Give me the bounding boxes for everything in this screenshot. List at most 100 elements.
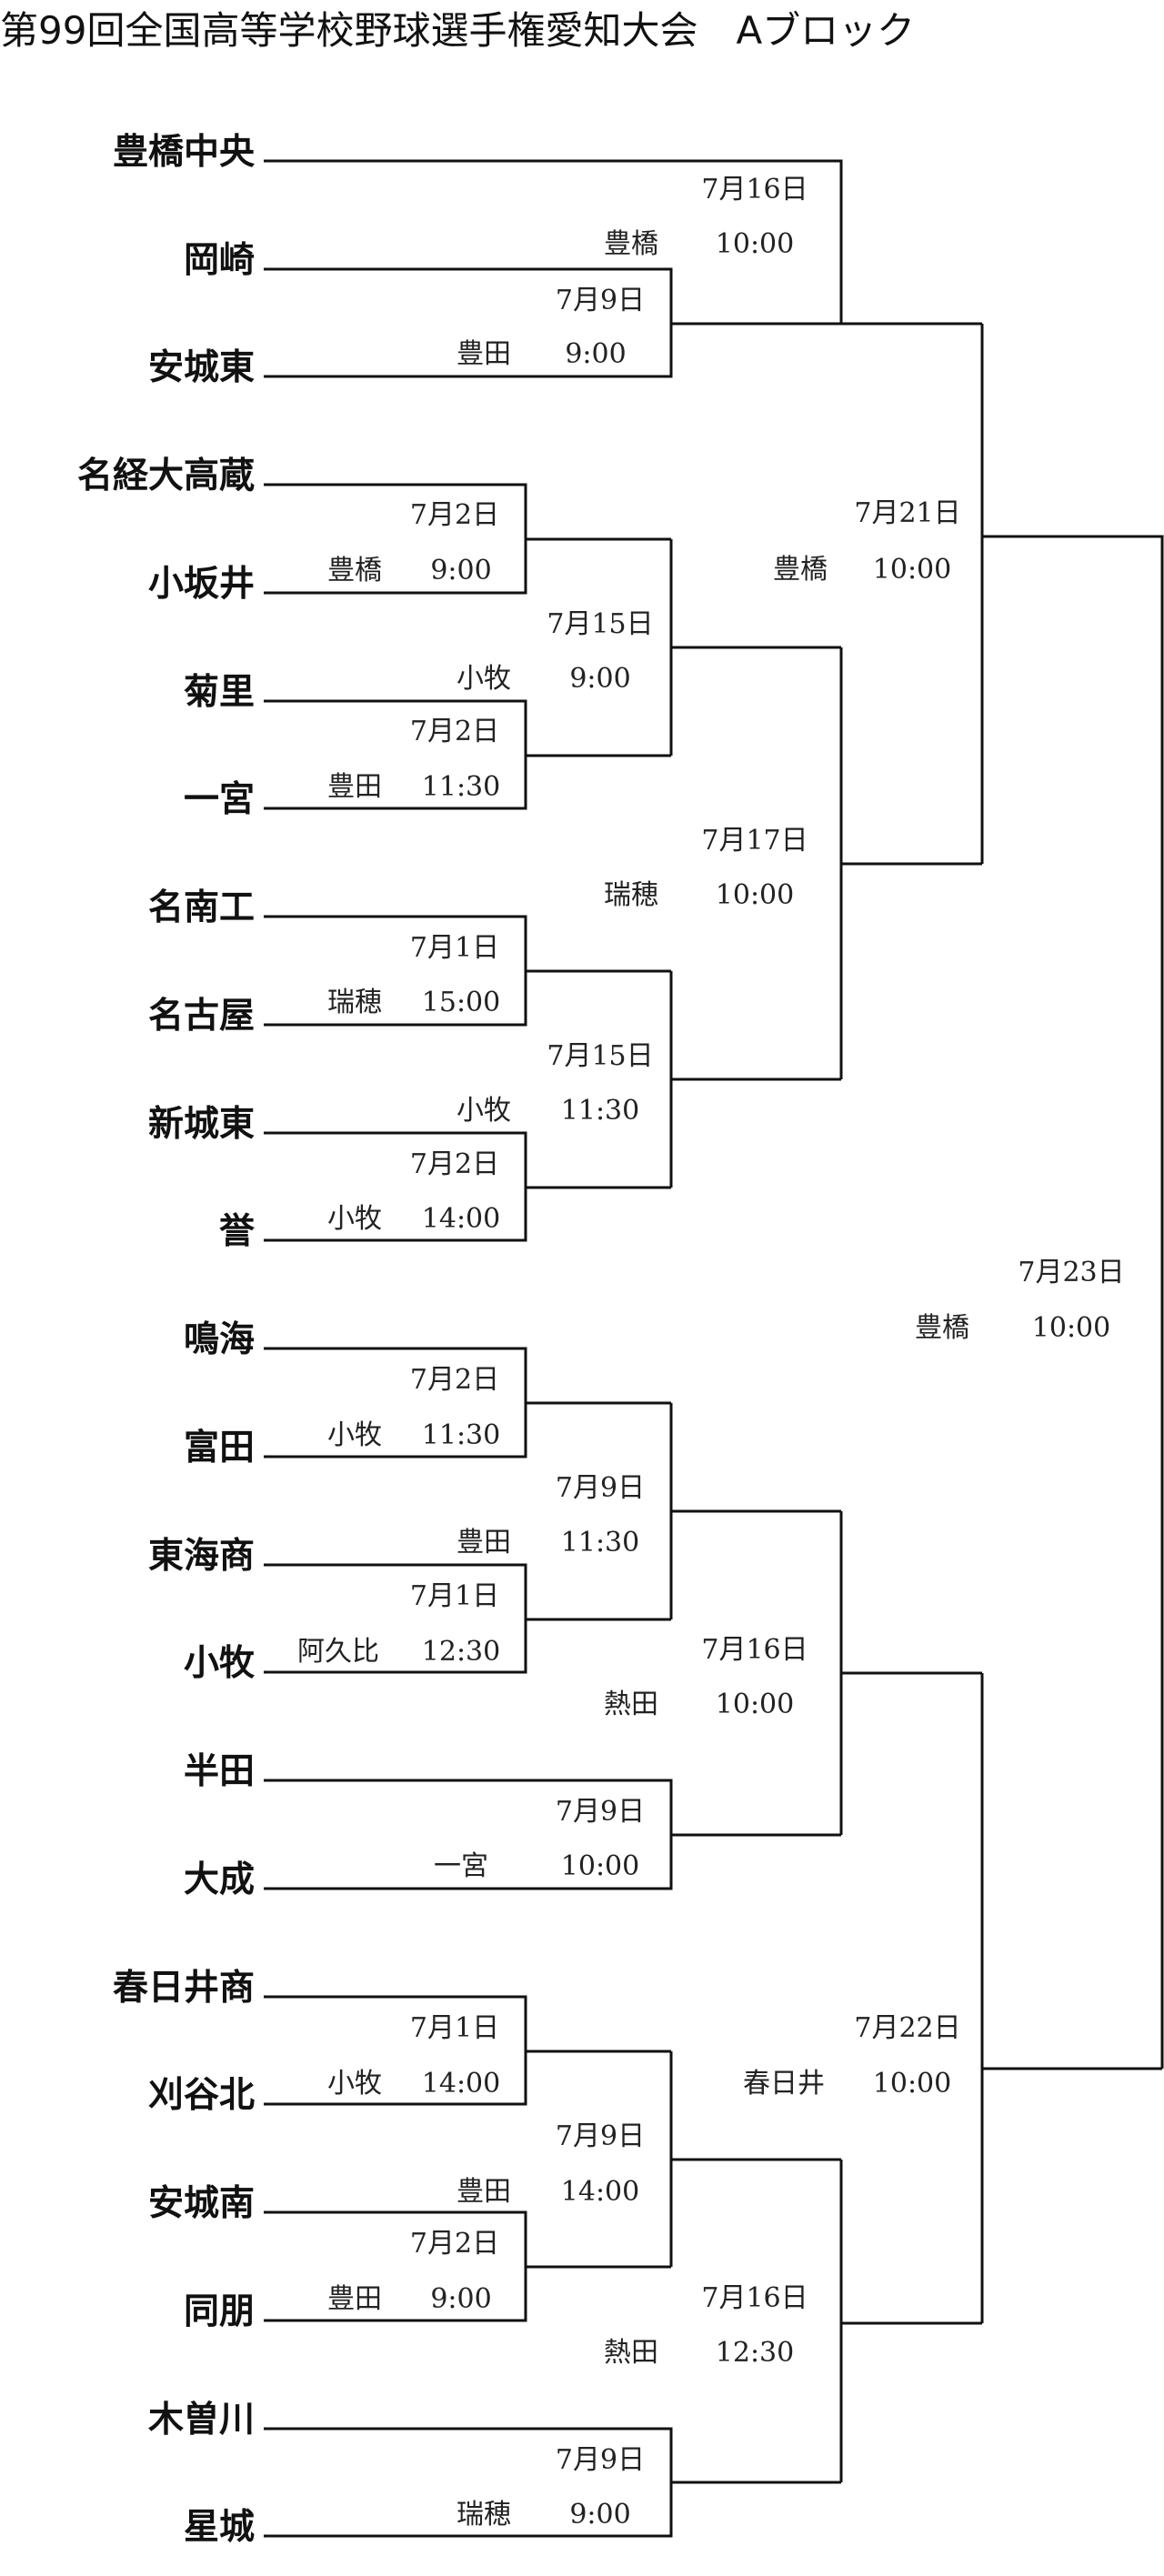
team-label: 星城: [184, 2507, 255, 2548]
team-label: 大成: [184, 1859, 255, 1900]
game-time: 10:00: [1032, 1312, 1110, 1344]
game-date: 7月22日: [854, 2012, 960, 2044]
game-date: 7月21日: [854, 497, 960, 529]
game-date: 7月17日: [701, 825, 808, 857]
bracket-line: [264, 971, 527, 1027]
game-venue: 熱田: [604, 1689, 658, 1720]
bracket-line: [264, 1995, 671, 2053]
bracket-line: [264, 267, 841, 326]
game-date: 7月9日: [556, 1472, 645, 1504]
game-venue: 瑞穂: [327, 987, 382, 1018]
team-label: 誉: [219, 1211, 256, 1252]
game-date: 7月1日: [410, 932, 499, 964]
bracket-line: [264, 2481, 841, 2538]
team-label: 半田: [184, 1751, 255, 1792]
game-time: 10:00: [716, 1689, 794, 1720]
game-time: 11:30: [561, 1527, 639, 1559]
team-label: 名経大高蔵: [77, 456, 255, 496]
bracket-line: [264, 2267, 527, 2322]
game-time: 10:00: [716, 879, 794, 911]
bracket-line: [264, 1833, 841, 1890]
team-label: 小坂井: [148, 564, 255, 605]
game-time: 15:00: [422, 987, 500, 1018]
game-time: 14:00: [422, 2068, 500, 2100]
team-label: 安城東: [148, 347, 255, 388]
game-time: 10:00: [873, 554, 951, 586]
team-label: 小牧: [184, 1643, 256, 1684]
bracket-lines: [264, 159, 1164, 2538]
game-venue: 豊田: [327, 2283, 382, 2315]
team-label: 一宮: [184, 779, 255, 820]
game-date: 7月9日: [556, 1796, 645, 1828]
game-venue: 豊橋: [604, 228, 658, 260]
game-date: 7月23日: [1018, 1257, 1124, 1288]
team-label: 東海商: [148, 1536, 255, 1577]
team-label: 富田: [184, 1428, 255, 1468]
game-venue: 瑞穂: [457, 2499, 511, 2531]
game-venue: 熱田: [604, 2337, 658, 2369]
game-venue: 小牧: [457, 1095, 511, 1127]
bracket-line: [264, 1347, 671, 1405]
game-venue: 小牧: [327, 1203, 382, 1235]
game-time: 9:00: [565, 338, 626, 370]
game-time: 9:00: [569, 2499, 630, 2531]
game-date: 7月2日: [410, 1364, 499, 1396]
game-venue: 阿久比: [297, 1636, 379, 1668]
game-time: 10:00: [561, 1850, 639, 1882]
team-label: 木曽川: [148, 2400, 255, 2441]
team-label: 春日井商: [113, 1968, 255, 2009]
game-time: 14:00: [422, 1203, 500, 1235]
bracket-line: [264, 1619, 527, 1674]
game-venue: 豊橋: [327, 555, 382, 586]
bracket-line: [264, 1403, 527, 1458]
game-date: 7月2日: [410, 716, 499, 747]
game-time: 11:30: [561, 1095, 639, 1127]
bracket-line: [982, 535, 1164, 2069]
game-venue: 豊田: [457, 2176, 511, 2208]
team-label: 菊里: [184, 672, 255, 713]
game-venue: 小牧: [327, 1419, 382, 1451]
game-venue: 豊橋: [773, 554, 828, 586]
bracket-line: [264, 2427, 673, 2482]
game-date: 7月9日: [556, 2444, 645, 2476]
game-time: 9:00: [430, 555, 491, 586]
game-time: 11:30: [422, 771, 500, 803]
bracket-line: [264, 1188, 527, 1242]
game-info-labels: 7月9日 豊田 9:00 7月16日 豊橋 10:00 7月2日 豊橋 9:00…: [297, 174, 1125, 2531]
bracket-line: [264, 539, 527, 595]
page-title: 第99回全国高等学校野球選手権愛知大会 Aブロック: [0, 8, 916, 53]
game-time: 10:00: [716, 228, 794, 260]
game-time: 11:30: [422, 1419, 500, 1451]
game-time: 9:00: [430, 2283, 491, 2315]
bracket-line: [264, 159, 982, 326]
game-time: 9:00: [569, 663, 630, 695]
team-label: 名古屋: [148, 996, 255, 1037]
game-date: 7月2日: [410, 2228, 499, 2260]
team-label: 新城東: [148, 1104, 255, 1145]
game-time: 14:00: [561, 2176, 639, 2208]
bracket-line: [264, 756, 527, 810]
game-venue: 小牧: [327, 2068, 382, 2100]
bracket-line: [264, 1563, 671, 1621]
team-labels: 豊橋中央 岡崎 安城東 名経大高蔵 小坂井 菊里 一宮 名南工 名古屋 新城東 …: [77, 132, 256, 2548]
team-label: 岡崎: [184, 240, 255, 281]
team-label: 刈谷北: [148, 2075, 255, 2116]
team-label: 同朋: [184, 2291, 255, 2332]
game-venue: 一宮: [434, 1850, 488, 1882]
bracket-line: [264, 483, 671, 541]
game-time: 12:30: [716, 2337, 794, 2369]
game-date: 7月16日: [701, 1634, 808, 1666]
bracket-line: [264, 1131, 671, 1189]
game-date: 7月2日: [410, 1148, 499, 1180]
game-date: 7月16日: [701, 174, 808, 205]
team-label: 豊橋中央: [113, 132, 256, 173]
bracket-line: [264, 915, 671, 973]
game-date: 7月15日: [547, 608, 653, 640]
bracket-line: [264, 2051, 527, 2106]
bracket-line: [264, 699, 671, 757]
game-date: 7月2日: [410, 499, 499, 531]
game-venue: 瑞穂: [604, 879, 658, 911]
team-label: 安城南: [148, 2183, 255, 2224]
game-date: 7月1日: [410, 1580, 499, 1612]
bracket-line: [264, 1779, 673, 1835]
